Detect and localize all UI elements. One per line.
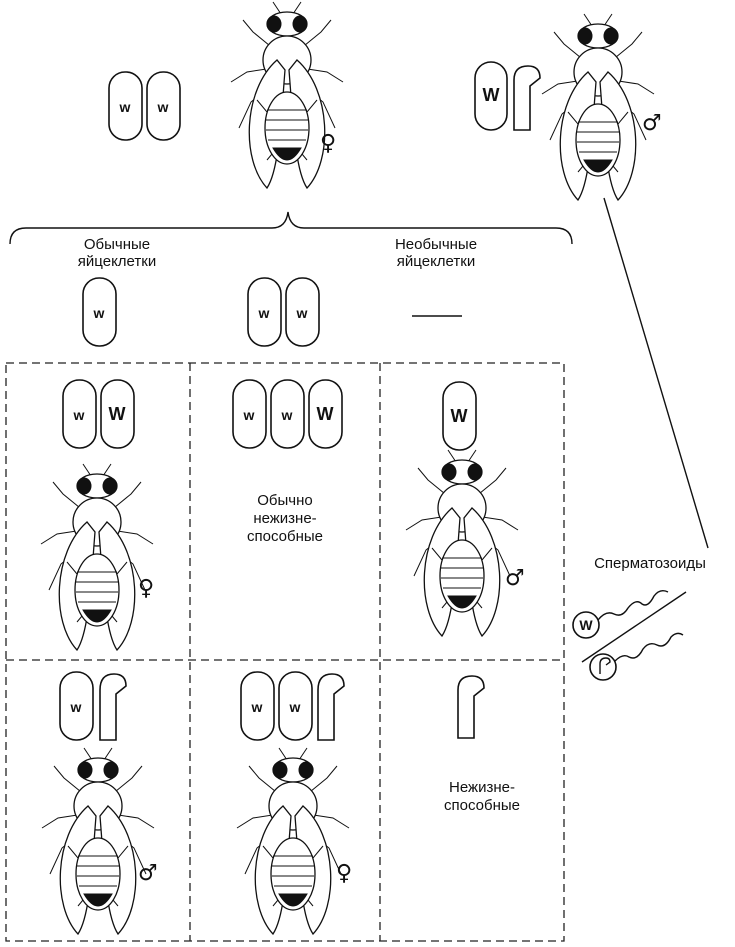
svg-text:w: w: [70, 699, 82, 715]
y-chromosome: [514, 66, 540, 130]
svg-text:W: W: [483, 85, 500, 105]
cell-r2c3: Нежизне- способные: [444, 676, 520, 814]
svg-text:W: W: [317, 404, 334, 424]
sperm-y: [590, 633, 683, 680]
cell-r2c1: w ♂: [42, 672, 158, 934]
parent-male-chromosomes: W: [475, 62, 540, 130]
svg-text:♂: ♂: [138, 861, 158, 886]
svg-text:W: W: [579, 617, 593, 633]
svg-text:W: W: [109, 404, 126, 424]
svg-text:w: w: [251, 699, 263, 715]
svg-text:♀: ♀: [336, 861, 352, 886]
svg-text:W: W: [451, 406, 468, 426]
parent-male-fly: [542, 14, 654, 200]
egg-header-normal-line2: яйцеклетки: [78, 253, 156, 270]
egg-type-w: w: [83, 278, 116, 346]
female-symbol: ♀: [320, 131, 336, 156]
svg-text:♀: ♀: [138, 576, 154, 601]
male-to-sperm-line: [604, 198, 708, 548]
egg-header-normal-line1: Обычные: [84, 236, 150, 253]
svg-text:♂: ♂: [505, 566, 525, 591]
svg-text:w: w: [119, 99, 131, 115]
parent-female-fly: [231, 2, 343, 188]
cell-r1c2: w w W Обычно нежизне- способные: [233, 380, 342, 545]
male-symbol: ♂: [642, 111, 662, 136]
svg-text:w: w: [258, 305, 270, 321]
svg-text:w: w: [281, 407, 293, 423]
svg-text:w: w: [296, 305, 308, 321]
cell-r1c1: w W ♀: [41, 380, 154, 650]
svg-text:w: w: [243, 407, 255, 423]
svg-text:Нежизне-: Нежизне-: [449, 779, 515, 796]
svg-text:w: w: [157, 99, 169, 115]
svg-text:способные: способные: [444, 797, 520, 814]
parent-female-chromosomes: w w: [109, 72, 180, 140]
egg-header-abnormal-line2: яйцеклетки: [397, 253, 475, 270]
egg-type-ww: w w: [248, 278, 319, 346]
egg-header-abnormal-line1: Необычные: [395, 236, 477, 253]
sperm-label: Сперматозоиды: [594, 555, 706, 572]
svg-text:w: w: [93, 305, 105, 321]
svg-text:нежизне-: нежизне-: [253, 510, 316, 527]
svg-text:w: w: [289, 699, 301, 715]
cell-r1c3: W ♂: [406, 382, 525, 636]
svg-text:Обычно: Обычно: [257, 492, 312, 509]
svg-text:способные: способные: [247, 528, 323, 545]
cell-r2c2: w w ♀: [237, 672, 352, 934]
svg-text:w: w: [73, 407, 85, 423]
